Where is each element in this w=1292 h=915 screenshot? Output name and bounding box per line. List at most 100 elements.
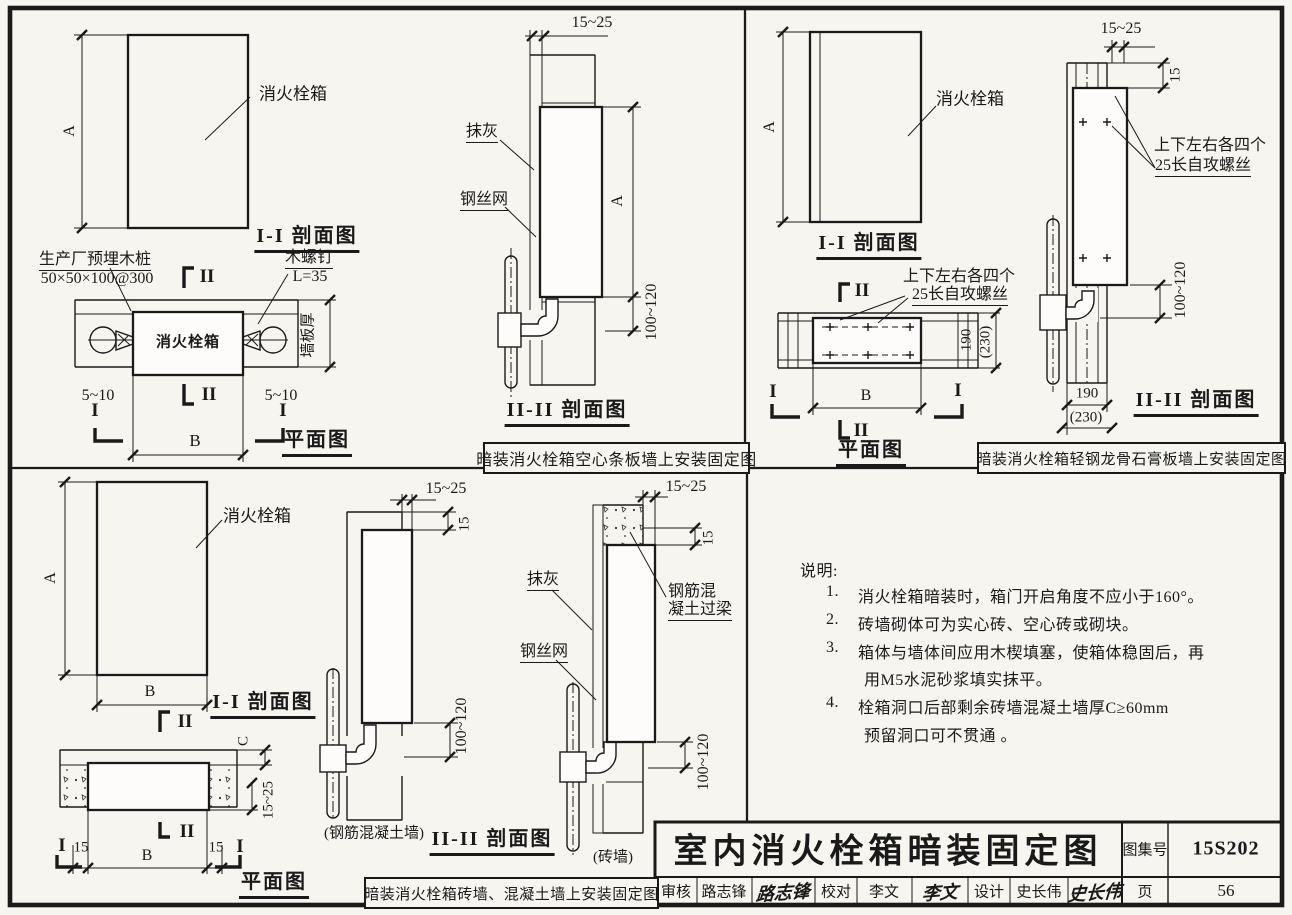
- section-ii-title: II-II 剖面图: [504, 393, 630, 427]
- dim-15-label: 15: [700, 530, 717, 546]
- tapping-screws-note-line1: 上下左右各四个: [1153, 137, 1267, 154]
- plan-title: 平面图: [282, 423, 352, 457]
- section-ii-title: II-II 剖面图: [1133, 383, 1259, 417]
- section-i-title: I-I 剖面图: [254, 219, 360, 253]
- plaster-label: 抹灰: [465, 117, 499, 143]
- proof-label: 校对: [820, 884, 852, 901]
- note-number: 3.: [826, 639, 839, 656]
- caption-hollow-panel: 暗装消火栓箱空心条板墙上安装固定图: [476, 442, 756, 474]
- rc-wall-label: (钢筋混凝土墙): [324, 825, 424, 842]
- note-number: 2.: [826, 611, 839, 628]
- wood-screw-note-line2: L=35: [292, 268, 328, 285]
- dim-b-label: B: [189, 431, 201, 450]
- designer-name: 史长伟: [1016, 884, 1062, 901]
- caption-steel-stud-gypsum: 暗装消火栓箱轻钢龙骨石膏板墙上安装固定图: [977, 442, 1286, 474]
- dim-15-label: 15: [456, 516, 473, 532]
- dim-a-label: A: [42, 572, 59, 584]
- hydrant-box-label: 消火栓箱: [259, 84, 327, 104]
- design-label: 设计: [973, 884, 1005, 901]
- section-i-title: I-I 剖面图: [816, 226, 922, 260]
- dim-15-label: 15: [73, 839, 89, 856]
- section-mark-i: I: [91, 400, 99, 421]
- note-number: 4.: [826, 694, 839, 711]
- notes-heading: 说明:: [800, 563, 838, 580]
- plaster-label: 抹灰: [526, 565, 560, 591]
- section-mark-ii: II: [854, 280, 870, 301]
- atlas-number-label: 图集号: [1122, 842, 1168, 859]
- dim-15-label: 15: [208, 839, 224, 856]
- dim-230-label: (230): [977, 325, 994, 359]
- dim-230-label: (230): [1069, 409, 1103, 426]
- dim-15-25-label: 15~25: [665, 478, 707, 495]
- section-mark-ii: II: [199, 266, 215, 287]
- wood-screw-note-line1: 木螺钉: [284, 243, 334, 269]
- note-number: 1.: [826, 583, 839, 600]
- page-label: 页: [1137, 884, 1153, 901]
- dim-15-25-label: 15~25: [260, 780, 277, 820]
- atlas-number-value: 15S202: [1192, 837, 1260, 860]
- tr-section-ii: [1039, 40, 1172, 435]
- wood-plug-note-line1: 生产厂预埋木桩: [38, 245, 152, 271]
- wood-plug-note-line2: 50×50×100@300: [40, 270, 154, 287]
- page-number: 56: [1217, 881, 1235, 900]
- dim-15-label: 15: [1167, 67, 1184, 83]
- dim-5-10-label: 5~10: [81, 387, 115, 404]
- review-label: 审核: [660, 884, 692, 901]
- dim-b-label: B: [860, 387, 872, 404]
- dim-100-120-label: 100~120: [1172, 261, 1189, 319]
- dim-a-label: A: [61, 125, 78, 137]
- dim-190-label: 190: [1075, 385, 1099, 402]
- proofreader-signature: 李文: [921, 881, 959, 905]
- section-mark-i: I: [769, 381, 777, 402]
- note-text: 栓箱洞口后部剩余砖墙混凝土墙厚C≥60mm: [858, 700, 1169, 717]
- bl-section-ii-brick: [551, 490, 702, 855]
- brick-wall-label: (砖墙): [593, 849, 633, 866]
- proofreader-name: 李文: [868, 884, 900, 901]
- wall-panel-thickness-label: 墙板厚: [300, 312, 317, 358]
- dim-15-25-label: 15~25: [425, 480, 467, 497]
- dim-100-120-label: 100~120: [453, 697, 470, 755]
- section-mark-ii: II: [853, 420, 869, 441]
- bl-plan: [55, 710, 272, 874]
- section-mark-ii: II: [179, 821, 195, 842]
- hydrant-box-label: 消火栓箱: [936, 89, 1004, 109]
- dim-c-label: C: [235, 735, 252, 747]
- section-ii-title: II-II 剖面图: [429, 822, 555, 856]
- tapping-screws-note-line2: 25长自攻螺丝: [1154, 151, 1252, 177]
- plan-title: 平面图: [239, 865, 309, 899]
- rc-lintel-label-line2: 凝土过梁: [667, 595, 733, 621]
- reviewer-name: 路志锋: [701, 884, 747, 901]
- dim-15-25-label: 15~25: [1100, 20, 1142, 37]
- plan-title: 平面图: [836, 433, 906, 467]
- section-i-title: I-I 剖面图: [210, 685, 316, 719]
- title-block-grid: [653, 820, 1284, 907]
- section-mark-ii: II: [201, 384, 217, 405]
- reviewer-signature: 路志锋: [755, 881, 811, 905]
- section-mark-i: I: [236, 836, 244, 857]
- dim-a-label: A: [761, 121, 778, 133]
- tl-section-ii: [497, 30, 641, 398]
- hydrant-box-plan-label: 消火栓箱: [155, 334, 221, 351]
- caption-brick-concrete: 暗装消火栓箱砖墙、混凝土墙上安装固定图: [364, 877, 659, 909]
- tapping-screws-note-line2: 25长自攻螺丝: [911, 280, 1009, 306]
- tr-plan: [770, 282, 1002, 440]
- wire-mesh-label: 钢丝网: [459, 185, 509, 211]
- dim-b-label: B: [141, 847, 153, 864]
- tl-plan: [74, 266, 336, 462]
- dim-15-25-label: 15~25: [571, 14, 613, 31]
- rc-lintel-label-line1: 钢筋混: [667, 583, 717, 600]
- section-mark-i: I: [954, 380, 962, 401]
- note-text: 砖墙砌体可为实心砖、空心砖或砌块。: [858, 617, 1139, 634]
- drawing-title: 室内消火栓箱暗装固定图: [673, 833, 1103, 871]
- note-text: 预留洞口可不贯通 。: [864, 728, 1018, 745]
- bl-section-ii-rc: [319, 494, 458, 821]
- note-text: 箱体与墙体间应用木楔填塞，使箱体稳固后，再: [858, 645, 1205, 662]
- tl-elevation: [74, 29, 251, 234]
- dim-a-label: A: [609, 195, 626, 207]
- dim-5-10-label: 5~10: [264, 387, 298, 404]
- note-text: 用M5水泥砂浆填实抹平。: [864, 672, 1053, 689]
- section-mark-i: I: [279, 400, 287, 421]
- dim-100-120-label: 100~120: [695, 733, 712, 791]
